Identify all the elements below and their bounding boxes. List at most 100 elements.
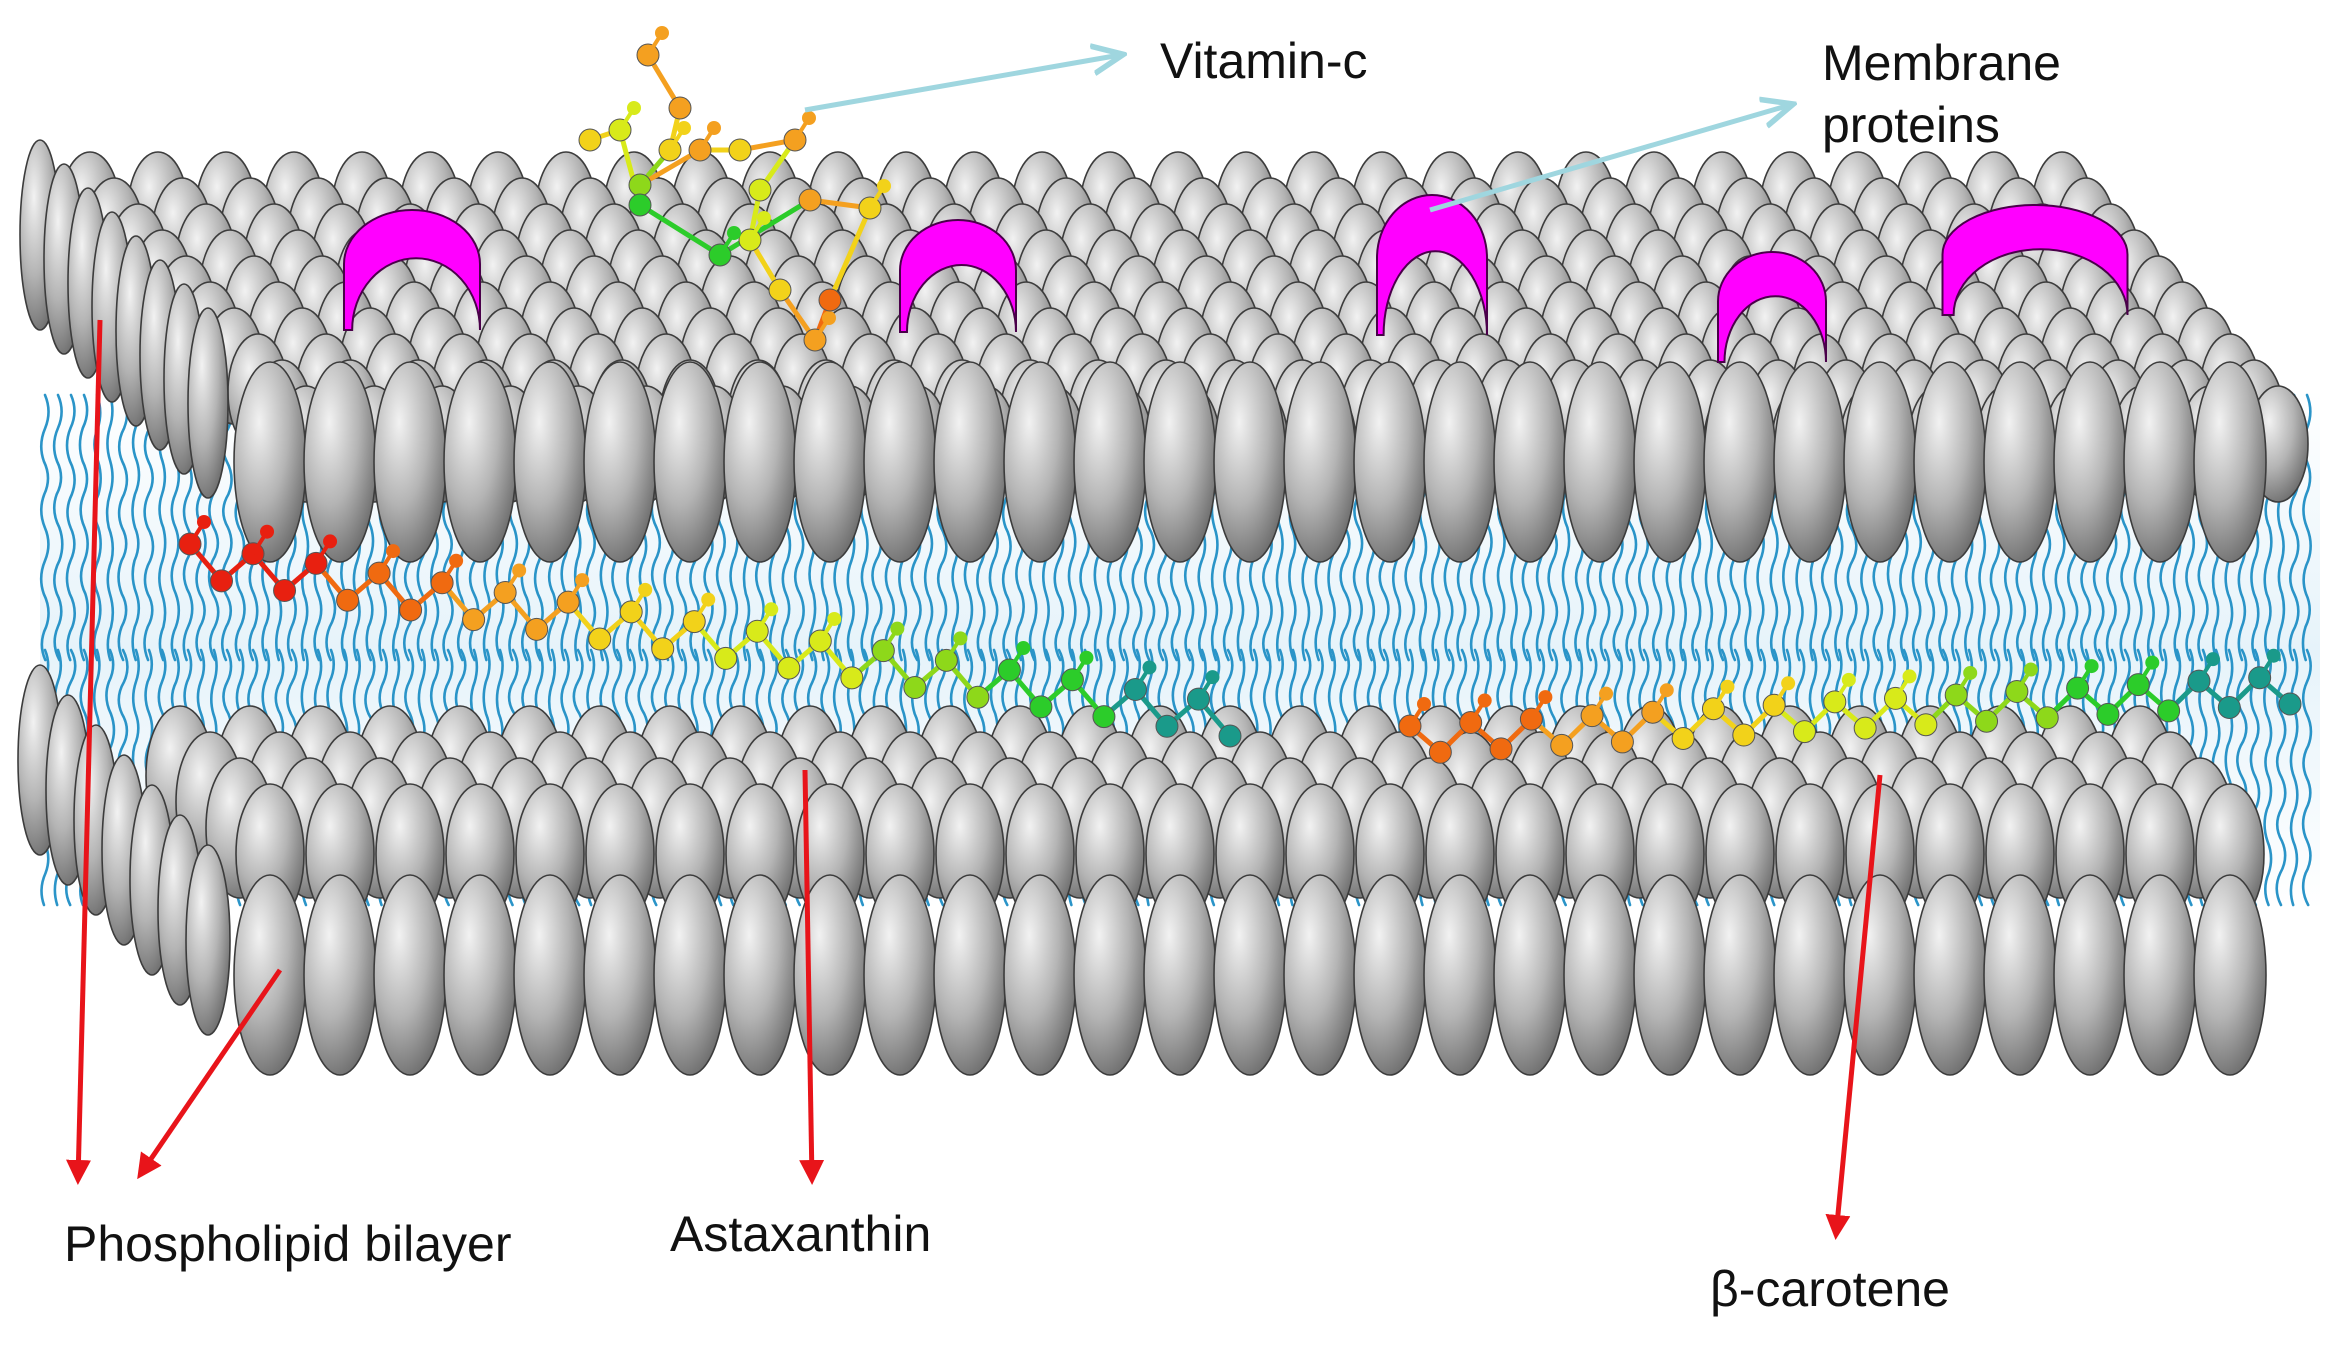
phospholipid-bilayer-label: Phospholipid bilayer [64, 1216, 512, 1272]
atom [903, 676, 927, 700]
lipid-head [373, 361, 447, 563]
lipid-head [1213, 361, 1287, 563]
lipid-head [653, 874, 727, 1076]
lipid-head [1493, 361, 1567, 563]
atom [768, 278, 792, 302]
atom [1732, 723, 1756, 747]
atom [493, 580, 517, 604]
atom [651, 637, 675, 661]
molecule-models [178, 26, 2302, 764]
atom [1720, 679, 1735, 694]
atom [449, 553, 464, 568]
atom [1902, 669, 1917, 684]
atom [966, 685, 990, 709]
atom [701, 592, 716, 607]
bottom-lipid-layer [17, 664, 2267, 1076]
lipid-head [513, 361, 587, 563]
membrane-protein [1941, 204, 2129, 316]
membrane-protein [1376, 194, 1488, 336]
lipid-head [723, 874, 797, 1076]
lipid-head [303, 361, 377, 563]
vitamin-c-pointer [804, 55, 1120, 113]
lipid-tail [2263, 648, 2273, 907]
lipid-head [1353, 874, 1427, 1076]
membrane-protein [1717, 251, 1827, 363]
lipid-head [1773, 361, 1847, 563]
astaxanthin-label: Astaxanthin [670, 1206, 932, 1262]
lipid-tail [2301, 648, 2313, 907]
atom [953, 631, 968, 646]
lipid-head [2053, 874, 2127, 1076]
bond [638, 202, 722, 258]
lipid-head [1983, 874, 2057, 1076]
lipid-tail [131, 393, 141, 662]
lipid-head [1423, 874, 1497, 1076]
lipid-tail [39, 393, 50, 662]
atom [1671, 726, 1695, 750]
membrane-proteins-label: Membrane proteins [1822, 35, 2061, 153]
atom [2035, 706, 2059, 730]
lipid-head [723, 361, 797, 563]
atom [777, 656, 801, 680]
atom [798, 188, 822, 212]
pointer-arrows [66, 55, 1883, 1240]
lipid-head [1563, 874, 1637, 1076]
lipid-head [1983, 361, 2057, 563]
atom [1428, 740, 1452, 764]
lipid-head [1843, 361, 1917, 563]
lipid-head [2193, 361, 2267, 563]
atom [890, 621, 905, 636]
atom [1853, 716, 1877, 740]
lipid-head [1073, 874, 1147, 1076]
lipid-head [583, 874, 657, 1076]
atom [714, 646, 738, 670]
lipid-head [933, 874, 1007, 1076]
atom [822, 311, 836, 325]
atom [748, 178, 772, 202]
atom [877, 179, 891, 193]
astaxanthin-pointer [799, 769, 825, 1185]
atom [1538, 690, 1553, 705]
atom [1550, 733, 1574, 757]
lipid-head [1003, 361, 1077, 563]
beta-carotene-molecule [1398, 648, 2302, 764]
lipid-head [303, 874, 377, 1076]
atom [728, 138, 752, 162]
atom [575, 573, 590, 588]
lipid-head [1563, 361, 1637, 563]
atom [2145, 655, 2160, 670]
atom [336, 588, 360, 612]
lipid-head [1633, 874, 1707, 1076]
lipid-head [1633, 361, 1707, 563]
top-layer-front-row [233, 361, 2267, 563]
atom [1975, 709, 1999, 733]
lipid-head [793, 874, 867, 1076]
beta-carotene-label: β-carotene [1710, 1261, 1950, 1317]
lipid-tail [143, 393, 155, 662]
atom [677, 121, 691, 135]
lipid-head [185, 844, 231, 1036]
lipid-tail [2289, 648, 2299, 907]
atom [1477, 693, 1492, 708]
atom [1079, 650, 1094, 665]
lipid-head [1773, 874, 1847, 1076]
atom [2023, 662, 2038, 677]
atom [1963, 665, 1978, 680]
lipid-head [443, 361, 517, 563]
atom [2205, 652, 2220, 667]
atom [1914, 713, 1938, 737]
atom [1659, 683, 1674, 698]
lipid-head [1353, 361, 1427, 563]
atom [1489, 737, 1513, 761]
lipid-head [1003, 874, 1077, 1076]
lipid-head [373, 874, 447, 1076]
atom [2278, 692, 2302, 716]
lipid-head [1283, 874, 1357, 1076]
atom [628, 173, 652, 197]
atom [1841, 672, 1856, 687]
atom [462, 608, 486, 632]
lipid-head [2193, 874, 2267, 1076]
atom [260, 524, 275, 539]
atom [628, 193, 652, 217]
lipid-head [863, 361, 937, 563]
